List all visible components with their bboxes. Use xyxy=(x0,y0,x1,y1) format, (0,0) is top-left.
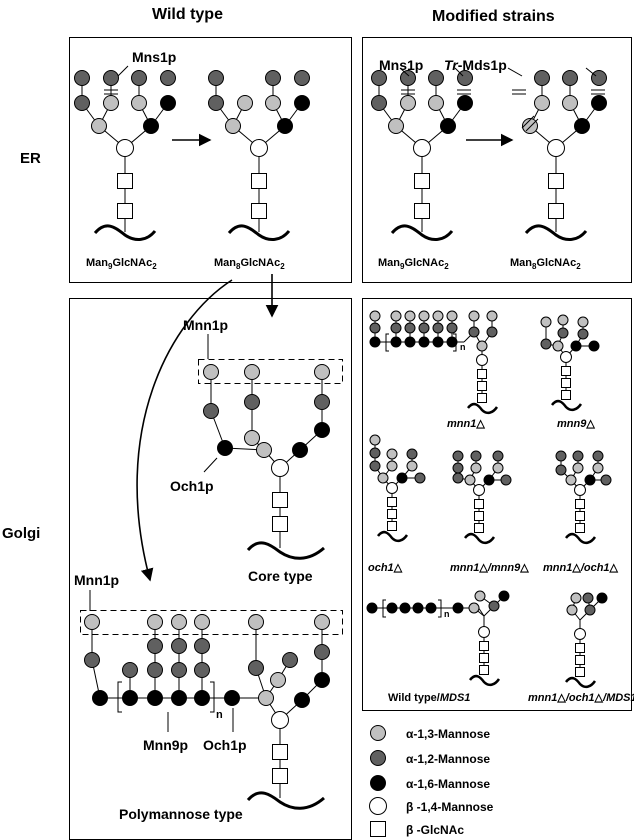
er-wt-man8-label: Man8GlcNAc2 xyxy=(214,257,285,271)
legend-beta-1-4-mannose: β -1,4-Mannose xyxy=(369,797,494,815)
strain-mnn1-structure xyxy=(369,310,497,413)
strain-och1-label: och1△ xyxy=(368,562,403,574)
strain-och1-structure xyxy=(369,434,426,541)
header-wild-type: Wild type xyxy=(152,6,223,23)
golgi-core-type-label: Core type xyxy=(248,568,313,584)
er-mod-man9-label: Man9GlcNAc2 xyxy=(378,257,449,271)
golgi-poly-n-label: n xyxy=(216,709,223,721)
strain-mnn1-och1-structure xyxy=(555,450,612,543)
panel-er-modified xyxy=(362,37,632,283)
svg-text:β -GlcNAc: β -GlcNAc xyxy=(406,823,464,837)
strain-mnn9-label: mnn9△ xyxy=(557,418,595,430)
strain-mnn1-mnn9-label: mnn1△/mnn9△ xyxy=(450,562,529,574)
er-mod-man8-label: Man8GlcNAc2 xyxy=(510,257,581,271)
strain-mnn1-och1-mds1-label: mnn1△/och1△/MDS1 xyxy=(528,692,634,704)
golgi-core-type-structure xyxy=(198,359,343,560)
strain-wt-mds1-n-label: n xyxy=(444,609,450,619)
golgi-core-mnn1p-label: Mnn1p xyxy=(183,317,228,333)
er-wt-man8-structure xyxy=(208,70,310,241)
header-modified-strains: Modified strains xyxy=(432,8,555,25)
svg-text:β -1,4-Mannose: β -1,4-Mannose xyxy=(406,800,494,814)
er-wt-man9-label: Man9GlcNAc2 xyxy=(86,257,157,271)
er-mod-mns1p-label: Mns1p xyxy=(379,57,423,73)
er-wt-man9-structure xyxy=(75,71,176,240)
row-label-er: ER xyxy=(20,150,41,167)
golgi-core-och1p-label: Och1p xyxy=(170,478,214,494)
row-label-golgi: Golgi xyxy=(2,525,41,542)
strain-mnn1-label: mnn1△ xyxy=(447,418,485,430)
legend-beta-glcnac: β -GlcNAc xyxy=(370,821,464,837)
panel-golgi-strains xyxy=(362,298,632,711)
er-mod-man8-structure xyxy=(522,70,607,241)
strain-mnn1-n-label: n xyxy=(460,342,466,352)
golgi-poly-och1p-label: Och1p xyxy=(203,737,247,753)
golgi-polymannose-type-label: Polymannose type xyxy=(119,806,243,822)
golgi-polymannose-structure xyxy=(80,610,343,810)
legend-alpha-1-3-mannose: α-1,3-Mannose xyxy=(370,725,490,741)
legend-alpha-1-2-mannose: α-1,2-Mannose xyxy=(370,750,490,766)
strain-mnn1-mnn9-structure xyxy=(452,450,512,543)
strain-wt-mds1-structure xyxy=(366,590,510,685)
golgi-curved-arrow xyxy=(136,279,233,582)
svg-text:α-1,6-Mannose: α-1,6-Mannose xyxy=(406,777,490,791)
golgi-poly-mnn9p-label: Mnn9p xyxy=(143,737,188,753)
strain-mnn1-och1-mds1-structure xyxy=(566,592,608,687)
er-wt-mns1p-label: Mns1p xyxy=(132,49,176,65)
golgi-poly-mnn1p-label: Mnn1p xyxy=(74,572,119,588)
panel-er-wild-type xyxy=(69,37,352,283)
strain-mnn1-och1-label: mnn1△/och1△ xyxy=(543,562,619,574)
legend: α-1,3-Mannose α-1,2-Mannose α-1,6-Mannos… xyxy=(369,725,494,837)
legend-alpha-1-6-mannose: α-1,6-Mannose xyxy=(370,775,490,791)
strain-wt-mds1-label: Wild type/MDS1 xyxy=(388,692,470,704)
er-mod-mds1p-label: Tr-Mds1p xyxy=(444,57,507,73)
er-mod-man9-structure xyxy=(372,71,473,240)
svg-text:α-1,2-Mannose: α-1,2-Mannose xyxy=(406,752,490,766)
strain-mnn9-structure xyxy=(540,314,600,410)
svg-text:α-1,3-Mannose: α-1,3-Mannose xyxy=(406,727,490,741)
